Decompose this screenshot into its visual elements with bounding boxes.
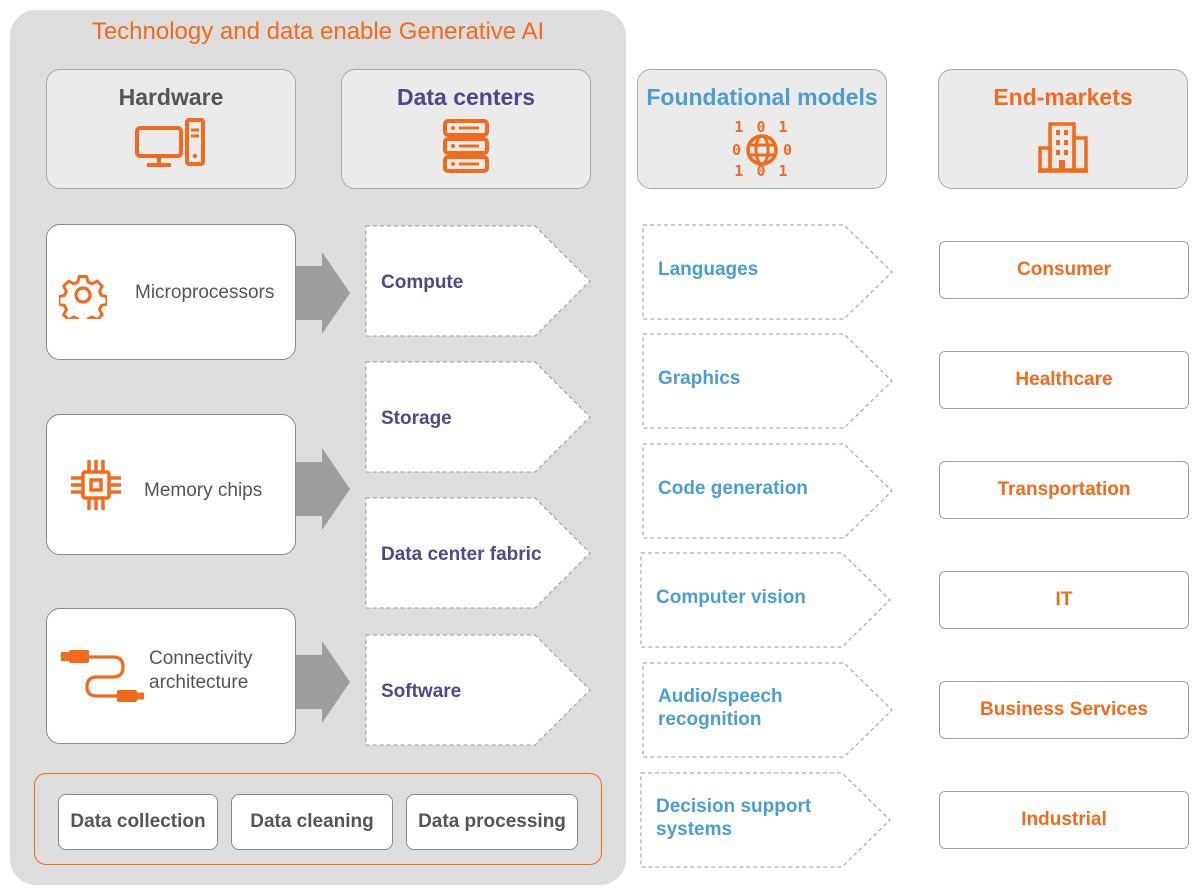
end-market-consumer: Consumer	[939, 241, 1189, 299]
model-label-decision-support: Decision support systems	[656, 795, 811, 841]
hardware-label-memory-chips: Memory chips	[144, 480, 263, 501]
chevron-computer-vision	[640, 552, 891, 648]
model-label-graphics: Graphics	[658, 368, 741, 389]
chevron-storage	[365, 361, 591, 473]
computer-icon	[135, 118, 207, 173]
building-icon	[1036, 118, 1090, 179]
hardware-item-connectivity: Connectivity architecture	[46, 608, 296, 744]
panel-title: Technology and data enable Generative AI	[91, 18, 545, 45]
data-center-label-software: Software	[381, 681, 462, 702]
arrow-right-icon	[296, 641, 350, 723]
data-center-label-storage: Storage	[381, 408, 452, 429]
header-foundational-models: Foundational models 1 0 1 0 0 1 0 1	[637, 69, 887, 189]
chevron-data-center-fabric	[365, 497, 591, 609]
arrow-right-icon	[296, 252, 350, 334]
hardware-label-microprocessors: Microprocessors	[135, 282, 275, 303]
connectivity-line-2: architecture	[149, 672, 249, 693]
connectivity-line-1: Connectivity	[149, 648, 253, 669]
gear-icon	[57, 271, 109, 326]
chevron-software	[365, 634, 591, 746]
header-data-centers: Data centers	[341, 69, 591, 189]
header-data-centers-title: Data centers	[396, 84, 536, 110]
decision-line-2: systems	[656, 819, 733, 840]
header-foundational-models-title: Foundational models	[646, 84, 878, 110]
binary-left-label: 0	[732, 141, 742, 159]
header-end-markets-title: End-markets	[993, 84, 1133, 110]
chevron-audio-speech	[642, 662, 893, 758]
data-center-label-compute: Compute	[381, 272, 464, 293]
usb-cable-icon	[59, 647, 147, 712]
binary-bottom-label: 1 0 1	[734, 162, 790, 180]
header-hardware: Hardware	[46, 69, 296, 189]
hardware-label-connectivity: Connectivity architecture	[149, 647, 253, 695]
decision-line-1: Decision support	[656, 796, 812, 817]
chevron-languages	[642, 224, 893, 320]
memory-chip-icon	[67, 457, 125, 518]
binary-right-label: 0	[782, 141, 792, 159]
chevron-code-generation	[642, 443, 893, 539]
end-market-business-services: Business Services	[939, 681, 1189, 739]
hardware-item-microprocessors: Microprocessors	[46, 224, 296, 360]
data-center-label-fabric: Data center fabric	[381, 544, 542, 565]
data-pill-collection: Data collection	[58, 794, 218, 850]
end-market-it: IT	[939, 571, 1189, 629]
audio-line-2: recognition	[658, 709, 762, 730]
audio-line-1: Audio/speech	[658, 686, 783, 707]
server-rack-icon	[441, 118, 491, 179]
chevron-compute	[365, 225, 591, 337]
end-market-transportation: Transportation	[939, 461, 1189, 519]
model-label-code-generation: Code generation	[658, 478, 808, 499]
chevron-graphics	[642, 333, 893, 429]
end-market-healthcare: Healthcare	[939, 351, 1189, 409]
chevron-decision-support	[640, 772, 891, 868]
hardware-item-memory-chips: Memory chips	[46, 414, 296, 555]
end-market-industrial: Industrial	[939, 791, 1189, 849]
model-label-languages: Languages	[658, 259, 759, 280]
model-label-audio-speech: Audio/speech recognition	[658, 685, 783, 731]
model-label-computer-vision: Computer vision	[656, 587, 806, 608]
data-pill-cleaning: Data cleaning	[231, 794, 393, 850]
binary-top-label: 1 0 1	[734, 118, 790, 136]
header-end-markets: End-markets	[938, 69, 1188, 189]
header-hardware-title: Hardware	[118, 84, 224, 110]
arrow-right-icon	[296, 448, 350, 530]
data-pill-processing: Data processing	[406, 794, 578, 850]
globe-binary-icon: 1 0 1 0 0 1 0 1	[730, 118, 794, 180]
